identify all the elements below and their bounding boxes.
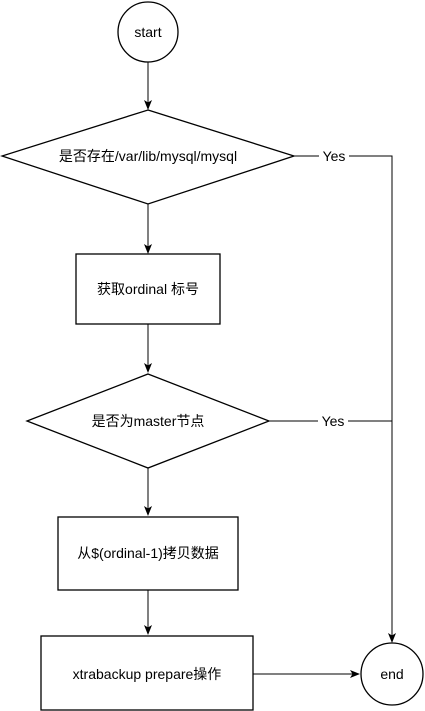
decision-diamond — [25, 373, 271, 469]
node-start: start — [117, 1, 179, 63]
node-xtrabackup: xtrabackup prepare操作 — [40, 635, 254, 711]
start-terminal — [117, 1, 179, 63]
node-end: end — [360, 642, 424, 706]
node-copy-data: 从$(ordinal-1)拷贝数据 — [57, 516, 239, 591]
edge-label-text: Yes — [323, 148, 346, 164]
start-label: start — [134, 24, 161, 40]
edge-label-mysql-dir-yes: Yes — [319, 148, 349, 164]
node-check-master: 是否为master节点 — [25, 373, 271, 469]
copy-data-label: 从$(ordinal-1)拷贝数据 — [77, 545, 219, 561]
end-terminal — [360, 642, 424, 706]
check-mysql-dir-label: 是否存在/var/lib/mysql/mysql — [59, 148, 237, 164]
get-ordinal-label: 获取ordinal 标号 — [97, 281, 199, 297]
process-box — [57, 516, 239, 591]
process-box — [40, 635, 254, 711]
node-check-mysql-dir: 是否存在/var/lib/mysql/mysql — [0, 109, 297, 205]
edge-check-dir-yes-to-end — [294, 155, 396, 643]
xtrabackup-label: xtrabackup prepare操作 — [73, 666, 222, 682]
decision-diamond — [0, 109, 297, 205]
node-get-ordinal: 获取ordinal 标号 — [75, 253, 221, 325]
check-master-label: 是否为master节点 — [92, 413, 205, 429]
end-label: end — [380, 666, 403, 682]
edge-label-text: Yes — [322, 413, 345, 429]
edge-label-master-yes: Yes — [318, 413, 348, 429]
process-box — [75, 253, 221, 325]
